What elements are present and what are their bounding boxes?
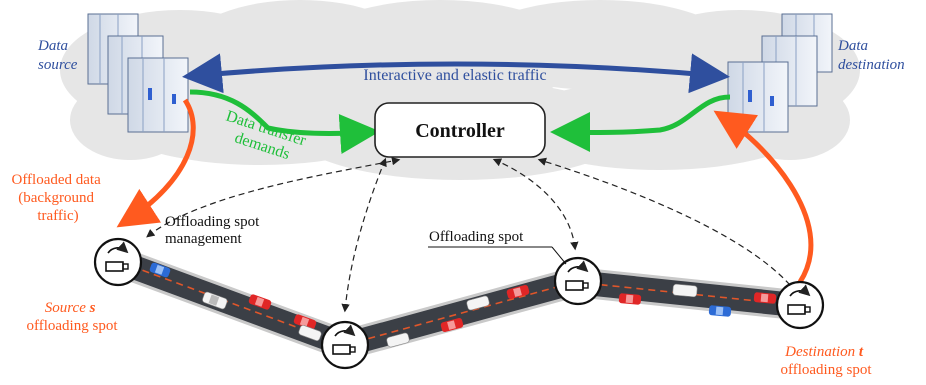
car-icon [506,284,530,300]
offloading-spot-label: Offloading spot [429,229,524,245]
controller-label: Controller [415,120,505,142]
car-icon [248,294,272,310]
car-icon [298,325,322,341]
destination-demand-arrow [550,94,731,153]
offloaded-data-label: Offloaded data (background traffic) [11,172,104,224]
destination-spot-label: Destination t offloading spot [781,344,873,378]
offloading-spot-icon[interactable] [93,237,143,287]
car-icon [618,293,642,305]
car-icon [440,317,464,333]
destination-offload-arrow [713,110,814,284]
car-icon [149,262,171,278]
source-offload-arrow [116,98,196,228]
car-icon [386,332,410,348]
car-icon [672,283,698,298]
interactive-traffic-arrow [182,53,730,94]
spot-management-label: Offloading spot management [165,214,263,247]
car-icon [466,295,490,311]
interactive-traffic-label: Interactive and elastic traffic [363,67,546,84]
offloading-spot-icon[interactable] [553,256,603,306]
controller-box[interactable] [374,102,546,158]
car-icon [202,291,228,310]
source-spot-label: Source s offloading spot [27,300,119,334]
cars [149,262,777,348]
car-icon [753,292,777,304]
offloading-spot-icon[interactable] [320,320,370,370]
control-links [146,157,791,313]
server-rack-icon [87,13,189,133]
source-demand-arrow [189,89,380,154]
car-icon [293,314,317,330]
car-icon [708,305,732,317]
offloading-spot-icon[interactable] [775,280,825,330]
